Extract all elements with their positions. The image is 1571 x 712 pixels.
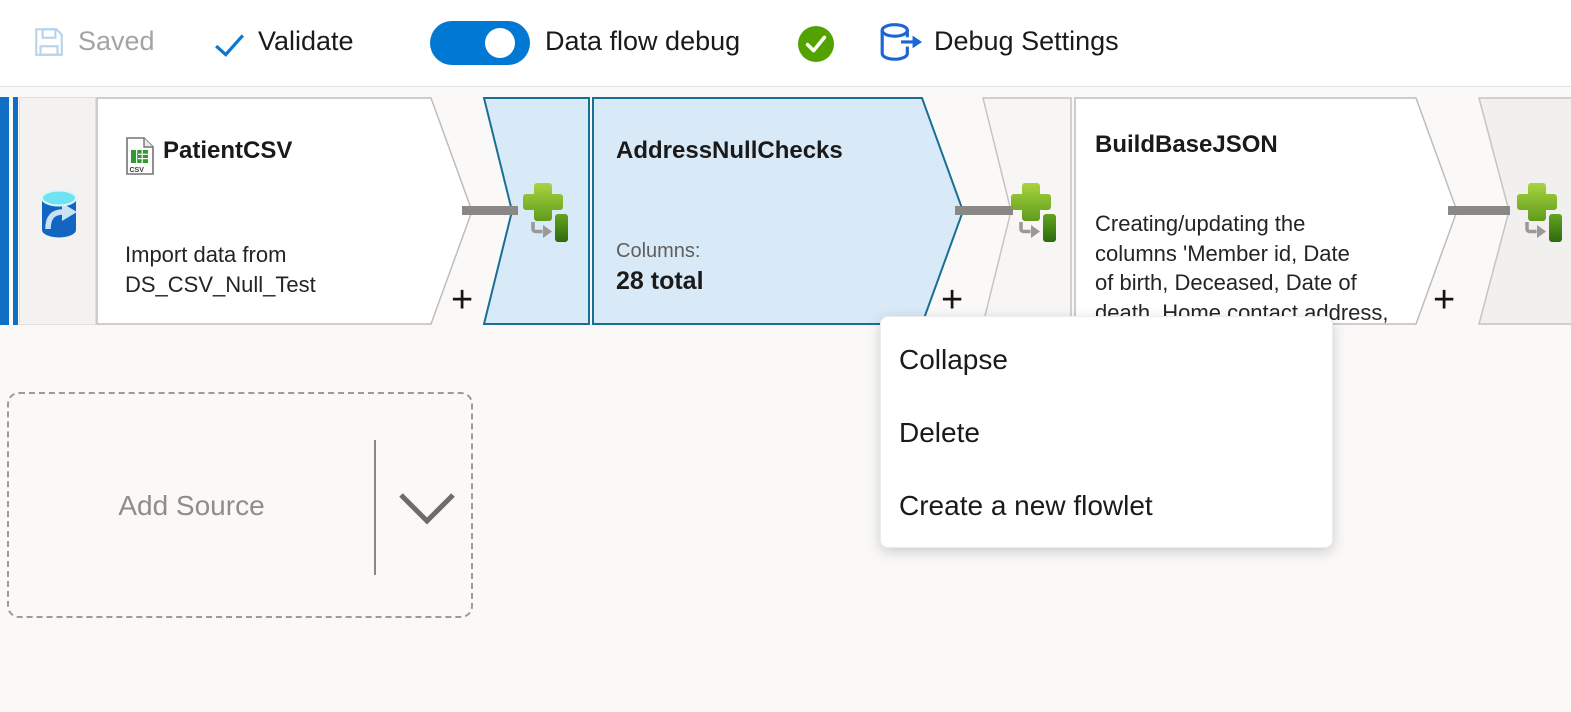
left-stripe-outer (0, 97, 9, 325)
add-transformation-button[interactable]: + (941, 279, 964, 321)
context-menu-item-collapse[interactable]: Collapse (899, 343, 1008, 375)
add-source-box[interactable]: Add Source (7, 392, 473, 618)
node-buildbasejson[interactable]: BuildBaseJSON Creating/updating the colu… (1074, 97, 1458, 325)
columns-value: 28 total (616, 267, 704, 295)
validate-check-icon (214, 34, 246, 62)
node-title: BuildBaseJSON (1095, 131, 1278, 158)
context-menu-item-create-flowlet[interactable]: Create a new flowlet (899, 489, 1153, 521)
add-source-label[interactable]: Add Source (118, 490, 265, 521)
transform-stream-icon (520, 180, 572, 242)
dataflow-graph-canvas[interactable]: CSV PatientCSV Import data from DS_CSV_N… (0, 86, 1571, 712)
validate-label[interactable]: Validate (258, 26, 354, 56)
edge-line (955, 206, 1013, 215)
node-description: Import data from DS_CSV_Null_Test (125, 242, 316, 297)
dataflow-debug-toggle[interactable] (430, 21, 530, 65)
context-menu-item-delete[interactable]: Delete (899, 416, 980, 448)
debug-settings-label[interactable]: Debug Settings (934, 26, 1119, 56)
edge-line (462, 206, 518, 215)
debug-status-check-icon (798, 26, 834, 62)
csv-file-icon: CSV (125, 137, 155, 180)
data-factory-icon (37, 188, 81, 245)
save-icon (32, 28, 66, 63)
validate-button[interactable] (214, 32, 246, 63)
source-connector-panel[interactable] (19, 97, 96, 325)
node-patientcsv[interactable]: CSV PatientCSV Import data from DS_CSV_N… (96, 97, 473, 325)
connector-band (1478, 97, 1571, 330)
dataflow-debug-label: Data flow debug (545, 26, 741, 56)
columns-label: Columns: (616, 240, 701, 262)
svg-text:CSV: CSV (130, 167, 145, 174)
edge-line (1448, 206, 1510, 215)
save-status-label: Saved (78, 26, 155, 56)
node-description: Creating/updating the columns 'Member id… (1095, 211, 1389, 325)
node-title: PatientCSV (163, 137, 293, 164)
node-context-menu: Collapse Delete Create a new flowlet (880, 316, 1333, 548)
debug-settings-icon (878, 23, 922, 68)
add-transformation-button[interactable]: + (451, 279, 474, 321)
toggle-knob (485, 28, 515, 58)
left-stripe-inner (13, 97, 18, 325)
node-addressnullchecks[interactable]: AddressNullChecks Columns: 28 total + (592, 97, 964, 325)
save-button[interactable] (32, 25, 66, 64)
node-title: AddressNullChecks (616, 137, 843, 164)
dataflow-toolbar: Saved Validate Data flow debug (0, 0, 1571, 87)
debug-settings-button[interactable] (878, 22, 922, 69)
chevron-down-icon[interactable] (398, 492, 456, 531)
transform-stream-icon (1514, 180, 1566, 242)
add-source-divider (374, 440, 376, 575)
transform-stream-icon (1008, 180, 1060, 242)
add-transformation-button[interactable]: + (1433, 279, 1456, 321)
